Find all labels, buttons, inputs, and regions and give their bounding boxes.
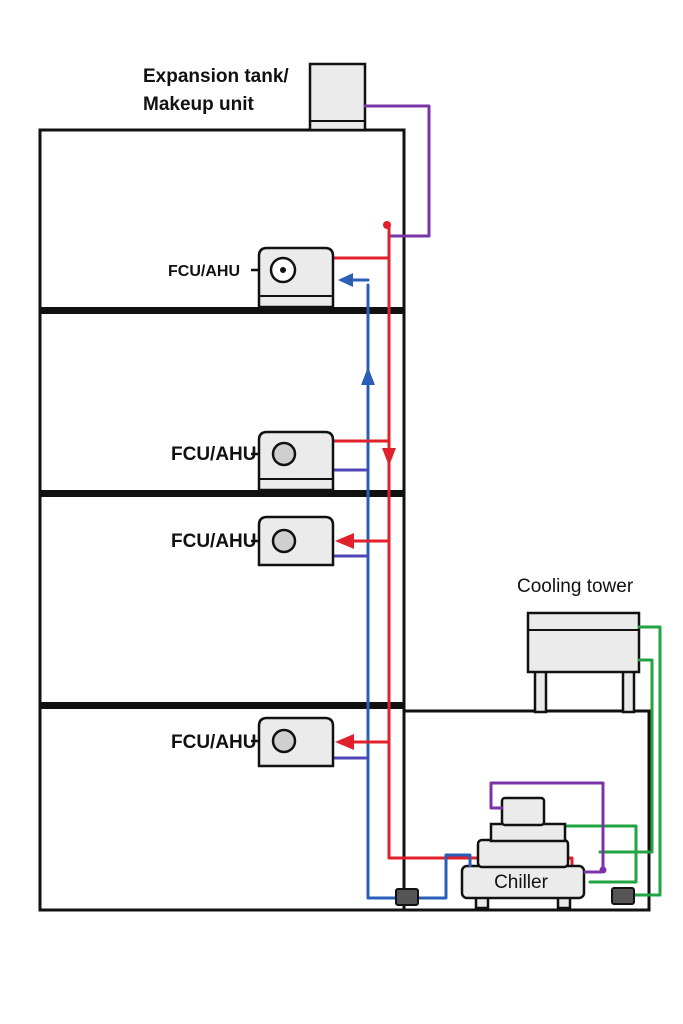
return-riser xyxy=(366,283,402,900)
supply-riser xyxy=(387,222,574,872)
fcu-label-2: FCU/AHU xyxy=(171,444,257,465)
supply-arrow-down-icon xyxy=(382,448,396,466)
chiller-motor xyxy=(500,796,546,827)
return-arrow-up-icon xyxy=(361,367,375,385)
expansion-tank-label-line2: Makeup unit xyxy=(143,94,255,115)
chiller-head xyxy=(489,822,567,843)
pump-chilled-water xyxy=(395,888,419,906)
cooling-tower xyxy=(526,611,641,714)
fcu-label-3: FCU/AHU xyxy=(171,531,257,552)
building xyxy=(38,128,651,912)
supply-arrow-left-icon xyxy=(335,533,354,549)
expansion-tank-label-line1: Expansion tank/ xyxy=(143,66,289,87)
supply-arrow-left-icon xyxy=(335,734,354,750)
fcu-unit-1 xyxy=(251,246,335,309)
return-to-chiller xyxy=(398,853,472,900)
fcu-unit-2 xyxy=(251,430,335,492)
expansion-tank-body xyxy=(308,62,367,132)
floor-slab-1 xyxy=(40,307,404,314)
fcu-unit-4 xyxy=(251,716,335,768)
fan-circle-icon xyxy=(271,441,297,467)
cooling-tower-body xyxy=(526,611,641,674)
chiller-compressor xyxy=(476,838,570,869)
expansion-tank xyxy=(308,62,367,132)
chiller-label: Chiller xyxy=(494,872,549,893)
fan-circle-icon xyxy=(271,728,297,754)
floor-slab-2 xyxy=(40,490,404,497)
building-outline xyxy=(38,128,406,912)
condenser-line-1 xyxy=(630,625,662,897)
fcu-label-4: FCU/AHU xyxy=(171,732,257,753)
plant-room-outline xyxy=(40,709,651,912)
fcu-unit-3 xyxy=(251,515,335,567)
makeup-line xyxy=(363,104,431,238)
condenser-line-3 xyxy=(563,824,638,884)
condenser-line-2 xyxy=(598,658,654,854)
chiller xyxy=(460,796,586,910)
fan-circle-icon xyxy=(271,528,297,554)
cooling-tower-label: Cooling tower xyxy=(517,576,634,597)
floor-slab-3 xyxy=(40,702,404,709)
pump-condenser xyxy=(611,887,635,905)
fcu-label-1: FCU/AHU xyxy=(168,263,240,280)
chiller-makeup-loop xyxy=(489,781,605,870)
riser-junction xyxy=(383,221,391,229)
return-arrow-left-icon xyxy=(338,273,353,287)
